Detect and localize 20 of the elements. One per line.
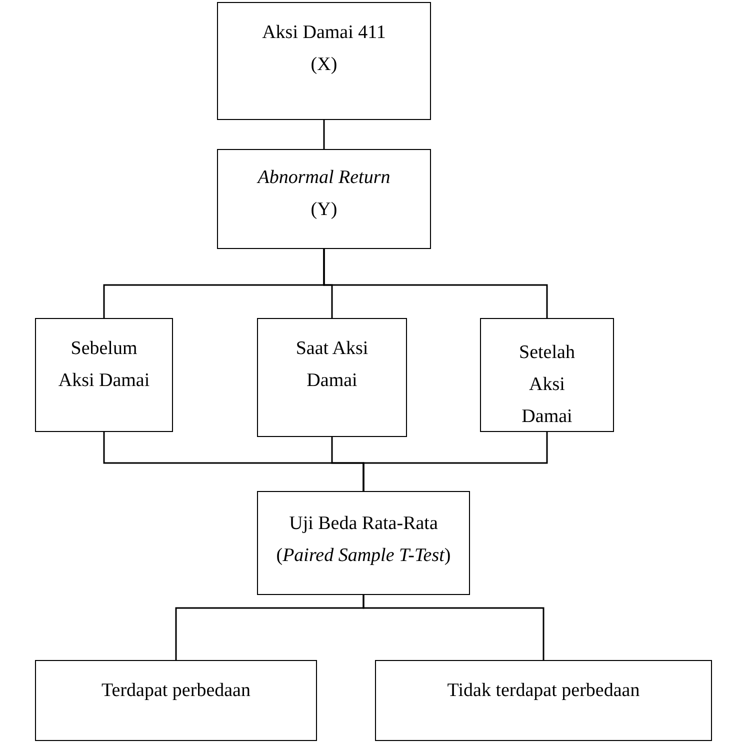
connector-line — [323, 249, 548, 318]
connector-line — [323, 120, 325, 149]
box-text: Saat Aksi Damai — [294, 337, 370, 393]
process-box — [217, 149, 431, 249]
process-box — [257, 318, 407, 437]
connector-line — [362, 595, 544, 660]
process-box — [257, 491, 470, 595]
connector-line — [362, 432, 548, 491]
box-text: Tidak terdapat perbedaan — [447, 679, 640, 703]
process-box — [480, 318, 614, 432]
box-text: Sebelum Aksi Damai — [57, 337, 151, 393]
process-box — [35, 660, 317, 741]
process-box — [375, 660, 712, 741]
box-text: Terdapat perbedaan — [102, 679, 250, 703]
box-text: Setelah Aksi Damai — [518, 341, 576, 429]
box-text: Aksi Damai 411 (X) — [261, 21, 387, 77]
process-box — [217, 2, 431, 120]
box-text: Abnormal Return (Y) — [256, 166, 392, 222]
process-box — [35, 318, 173, 432]
box-text: Uji Beda Rata-Rata (Paired Sample T-Test) — [275, 512, 452, 568]
